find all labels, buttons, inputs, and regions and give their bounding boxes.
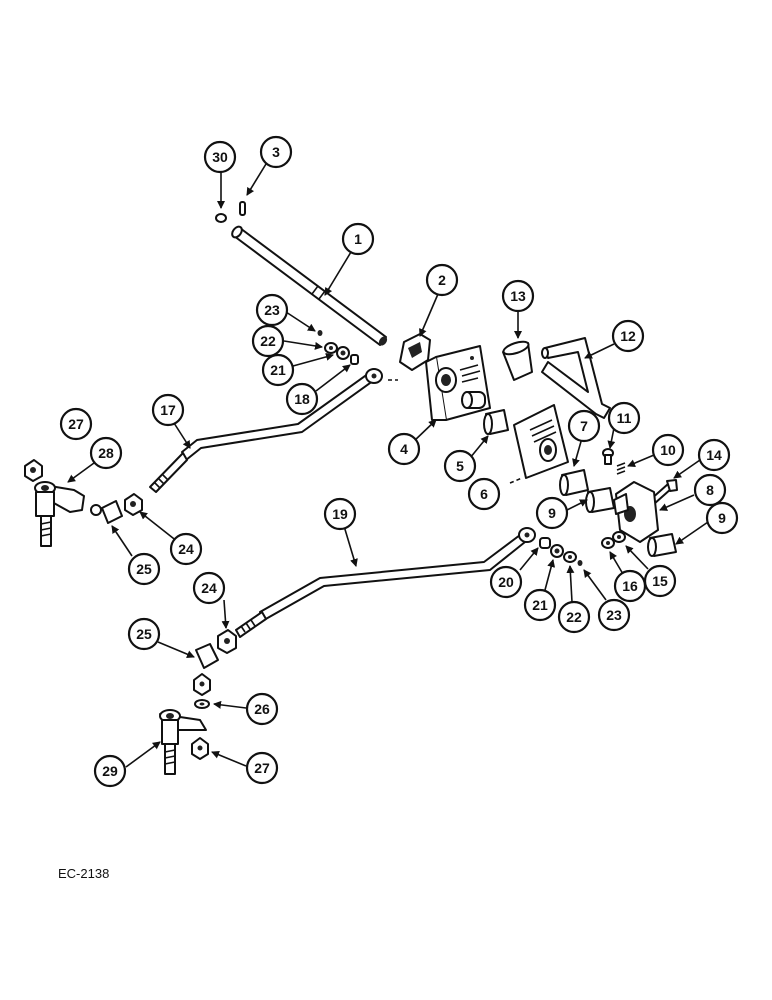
spring-part (616, 462, 626, 475)
svg-text:22: 22 (566, 609, 582, 625)
callout-29: 29 (93, 754, 127, 788)
knob-part (502, 340, 533, 381)
nut-parts-15-16 (601, 531, 626, 549)
lower-lever-assembly (159, 629, 237, 775)
callout-15: 15 (643, 564, 677, 598)
svg-text:1: 1 (354, 231, 362, 247)
callout-8: 8 (693, 473, 727, 507)
bolt-part-11 (602, 448, 614, 465)
svg-text:4: 4 (400, 441, 408, 457)
svg-text:26: 26 (254, 701, 270, 717)
svg-text:5: 5 (456, 458, 464, 474)
leader-lines (67, 163, 709, 768)
svg-text:6: 6 (480, 486, 488, 502)
drawing-code: EC-2138 (58, 866, 109, 881)
callout-2: 2 (425, 263, 459, 297)
svg-text:30: 30 (212, 149, 228, 165)
o-ring-part (215, 213, 227, 223)
selector-block-part (613, 481, 659, 543)
svg-text:28: 28 (98, 445, 114, 461)
callout-27-lower: 27 (245, 751, 279, 785)
callout-18: 18 (285, 382, 319, 416)
svg-text:7: 7 (580, 418, 588, 434)
callout-5: 5 (443, 449, 477, 483)
callout-28: 28 (89, 436, 123, 470)
bushing-part-7 (559, 469, 589, 496)
callout-24-upper: 24 (169, 532, 203, 566)
svg-text:27: 27 (254, 760, 270, 776)
svg-text:9: 9 (718, 510, 726, 526)
callout-23-lower: 23 (597, 598, 631, 632)
callout-17: 17 (151, 393, 185, 427)
svg-text:24: 24 (201, 580, 217, 596)
svg-text:9: 9 (548, 505, 556, 521)
svg-text:17: 17 (160, 402, 176, 418)
callout-13: 13 (501, 279, 535, 313)
bracket-part (399, 333, 431, 371)
callout-30: 30 (203, 140, 237, 174)
callout-24-lower: 24 (192, 571, 226, 605)
svg-text:3: 3 (272, 144, 280, 160)
svg-text:21: 21 (270, 362, 286, 378)
callout-3: 3 (259, 135, 293, 169)
shift-plate-part (388, 345, 491, 421)
svg-text:22: 22 (260, 333, 276, 349)
svg-text:13: 13 (510, 288, 526, 304)
svg-text:23: 23 (606, 607, 622, 623)
callout-6: 6 (467, 477, 501, 511)
upper-hardware-parts (317, 330, 359, 365)
lower-hardware-parts (539, 537, 583, 566)
svg-text:21: 21 (532, 597, 548, 613)
roll-pin-part (239, 201, 246, 216)
callout-16: 16 (613, 569, 647, 603)
svg-text:25: 25 (136, 626, 152, 642)
svg-text:25: 25 (136, 561, 152, 577)
bushing-part-9b (647, 533, 677, 557)
callout-22-upper: 22 (251, 324, 285, 358)
bushing-part-5 (483, 409, 509, 435)
svg-text:10: 10 (660, 442, 676, 458)
callout-20: 20 (489, 565, 523, 599)
callout-12: 12 (611, 319, 645, 353)
bushing-part-9a (585, 487, 615, 513)
svg-text:20: 20 (498, 574, 514, 590)
svg-text:19: 19 (332, 506, 348, 522)
callout-26: 26 (245, 692, 279, 726)
callout-25-lower: 25 (127, 617, 161, 651)
callout-22-lower: 22 (557, 600, 591, 634)
svg-text:27: 27 (68, 416, 84, 432)
guide-plate-part (509, 404, 569, 484)
lower-rod-part (235, 527, 536, 638)
callout-9-right: 9 (705, 501, 739, 535)
callout-21-upper: 21 (261, 353, 295, 387)
svg-text:24: 24 (178, 541, 194, 557)
svg-text:16: 16 (622, 578, 638, 594)
callout-14: 14 (697, 438, 731, 472)
svg-text:15: 15 (652, 573, 668, 589)
callout-10: 10 (651, 433, 685, 467)
callout-27-upper: 27 (59, 407, 93, 441)
svg-text:23: 23 (264, 302, 280, 318)
svg-text:8: 8 (706, 482, 714, 498)
callout-23-upper: 23 (255, 293, 289, 327)
callout-4: 4 (387, 432, 421, 466)
svg-text:18: 18 (294, 391, 310, 407)
callout-7: 7 (567, 409, 601, 443)
callout-11: 11 (607, 401, 641, 435)
upper-rod-part (149, 368, 383, 493)
svg-text:12: 12 (620, 328, 636, 344)
shaft-part (231, 225, 388, 346)
svg-text:29: 29 (102, 763, 118, 779)
callout-25-upper: 25 (127, 552, 161, 586)
callout-1: 1 (341, 222, 375, 256)
callout-21-lower: 21 (523, 588, 557, 622)
svg-text:14: 14 (706, 447, 722, 463)
upper-lever-assembly (24, 459, 143, 547)
shift-lever-part (541, 337, 611, 419)
callout-9-left: 9 (535, 496, 569, 530)
svg-text:2: 2 (438, 272, 446, 288)
callout-19: 19 (323, 497, 357, 531)
svg-text:11: 11 (617, 410, 632, 426)
